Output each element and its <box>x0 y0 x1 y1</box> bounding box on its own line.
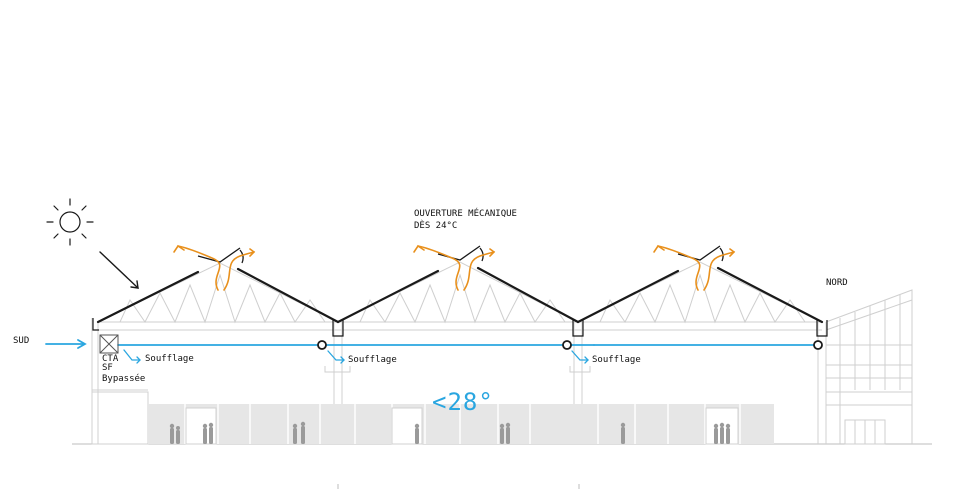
label-cta: CTA <box>102 354 119 364</box>
sun-icon <box>46 198 94 246</box>
label-sf: SF <box>102 363 113 373</box>
label-opening-line2: DÈS 24°C <box>414 221 458 231</box>
duct-nodes <box>317 340 823 350</box>
roof-trusses <box>97 261 823 331</box>
label-sud: SUD <box>13 336 30 346</box>
bottom-ticks <box>337 484 580 489</box>
label-opening-line1: OUVERTURE MÉCANIQUE <box>414 209 517 219</box>
label-bypassee: Bypassée <box>102 374 146 384</box>
label-soufflage-1: Soufflage <box>145 354 194 364</box>
gutters <box>92 318 828 337</box>
roof-openings <box>197 245 724 264</box>
supply-air-duct <box>45 339 819 349</box>
solar-radiation-arrow <box>99 251 139 289</box>
north-building <box>825 289 913 445</box>
soufflage-arrows <box>123 349 589 364</box>
hot-air-exhaust-arrows <box>173 244 736 291</box>
label-soufflage-3: Soufflage <box>592 355 641 365</box>
label-temperature: <28° <box>432 388 494 416</box>
cta-box-icon <box>99 334 119 354</box>
ground-floor-band <box>148 404 774 445</box>
diffusers <box>324 366 591 373</box>
label-nord: NORD <box>826 278 848 288</box>
roof-profile <box>96 266 824 324</box>
label-soufflage-2: Soufflage <box>348 355 397 365</box>
people-silhouettes <box>169 421 731 444</box>
